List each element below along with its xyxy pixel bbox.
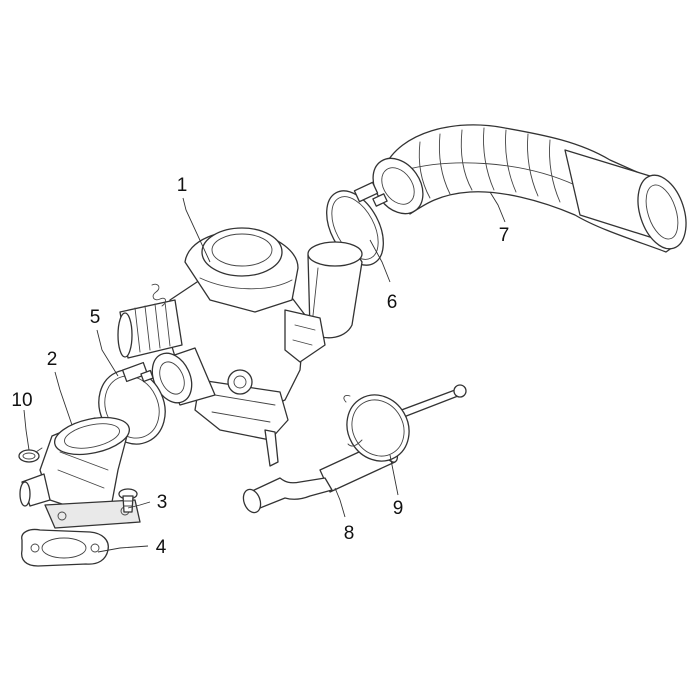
leader-lines [23,191,506,553]
leader-4 [97,545,149,553]
leader-2 [54,371,73,426]
leader-5 [96,329,119,377]
leader-10 [23,409,30,451]
part-2-intake-manifold[interactable] [19,411,141,529]
part-7-intake-duct[interactable] [363,124,695,255]
part-4-gasket[interactable] [20,528,109,567]
leader-9 [389,454,399,496]
part-3-screw[interactable] [118,488,138,513]
callout-8: 8 [344,523,355,544]
part-1-carburetor[interactable] [117,227,363,467]
leader-6 [369,239,391,283]
callout-2: 2 [47,349,58,370]
callout-4: 4 [156,537,167,558]
leader-7 [489,191,506,223]
callout-7: 7 [499,225,510,246]
callout-9: 9 [393,498,404,519]
callout-10: 10 [11,390,32,411]
callout-1: 1 [177,175,188,196]
callout-labels: 1 2 3 4 5 6 7 8 9 10 [11,175,509,558]
leader-3 [127,501,151,509]
leader-8 [334,487,346,518]
part-10-clip[interactable] [18,447,43,463]
callout-5: 5 [90,307,101,328]
part-9-spring-clip[interactable] [335,384,421,473]
leader-1 [182,197,211,263]
callout-6: 6 [387,292,398,313]
callout-3: 3 [157,492,168,513]
